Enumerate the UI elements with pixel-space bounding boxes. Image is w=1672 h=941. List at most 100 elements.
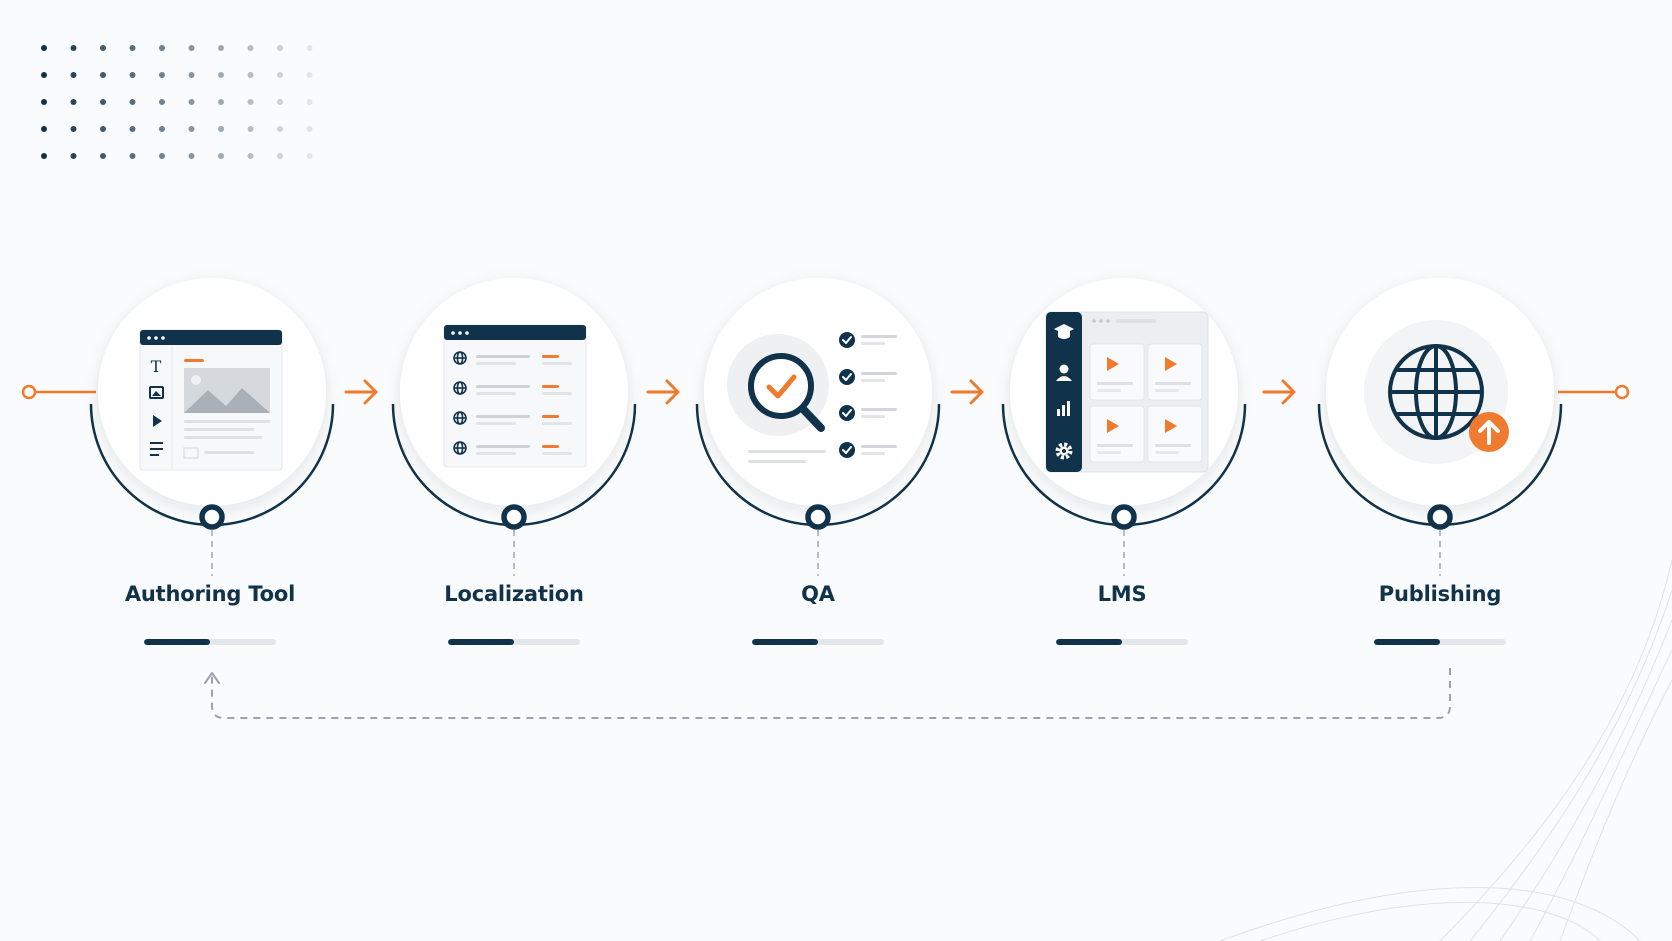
dot (41, 153, 47, 159)
dot (188, 126, 195, 132)
end-node (1558, 384, 1630, 400)
arrow-right-icon (344, 379, 378, 405)
arrow-right-icon (646, 379, 680, 405)
dot (188, 99, 195, 105)
dot (100, 153, 106, 159)
dot (159, 72, 165, 78)
globe-row (453, 351, 572, 365)
step-qa (695, 278, 941, 576)
dot (70, 126, 77, 132)
check-circle-icon (839, 442, 897, 458)
dot (159, 99, 165, 105)
dot (306, 153, 313, 159)
progress-fill (448, 639, 514, 645)
dot (188, 153, 195, 159)
dot (70, 72, 77, 78)
dot (306, 99, 313, 105)
globe-icon (453, 381, 467, 395)
globe-icon (453, 441, 467, 455)
graduation-cap-icon (1054, 324, 1074, 339)
dot (100, 126, 106, 132)
dot (277, 45, 283, 51)
dot (218, 99, 224, 105)
globe-row (453, 411, 572, 425)
play-icon (1107, 419, 1119, 433)
step-lms (1001, 278, 1247, 576)
check-circle-icon (839, 332, 897, 348)
globe-row (453, 441, 572, 455)
video-card (1089, 405, 1145, 463)
dot (188, 45, 195, 51)
dot (41, 99, 47, 105)
video-card (1147, 405, 1203, 463)
dot (247, 126, 254, 132)
dot (277, 72, 283, 78)
progress-bar-publishing (1374, 639, 1506, 645)
dot (306, 126, 313, 132)
start-node (21, 384, 96, 400)
dot (41, 126, 47, 132)
progress-fill (1056, 639, 1122, 645)
step-label-publishing: Publishing (1378, 582, 1502, 606)
decorative-wave-lines (1219, 559, 1672, 941)
step-label-lms: LMS (1097, 582, 1147, 606)
step-label-authoring-tool: Authoring Tool (124, 582, 296, 606)
progress-fill (1374, 639, 1440, 645)
dot (129, 45, 136, 51)
globe-row (453, 381, 572, 395)
check-circle-icon (839, 405, 897, 421)
progress-bar-lms (1056, 639, 1188, 645)
dot (159, 45, 165, 51)
step-label-qa: QA (801, 582, 835, 606)
dot (159, 126, 165, 132)
dot (129, 153, 136, 159)
dot (159, 153, 165, 159)
dot (277, 126, 283, 132)
dot (247, 45, 254, 51)
play-icon (1165, 419, 1177, 433)
magnifier-check-icon (727, 334, 829, 463)
video-card (1147, 343, 1203, 401)
video-card (1089, 343, 1145, 401)
dot (100, 99, 106, 105)
progress-bar-localization (448, 639, 580, 645)
arrow-right-icon (950, 379, 984, 405)
localization-list-icon (443, 324, 587, 468)
progress-fill (752, 639, 818, 645)
dot (306, 45, 313, 51)
progress-fill (144, 639, 210, 645)
dot (41, 45, 47, 51)
play-icon (1165, 357, 1177, 371)
checklist (839, 332, 897, 458)
dot (100, 45, 106, 51)
progress-bar-qa (752, 639, 884, 645)
dot (277, 153, 283, 159)
dot (129, 126, 136, 132)
dot (277, 99, 283, 105)
dot (247, 99, 254, 105)
authoring-window-icon: T (139, 329, 283, 471)
dot (218, 153, 224, 159)
check-circle-icon (839, 369, 897, 385)
step-label-localization: Localization (444, 582, 584, 606)
dot (188, 72, 195, 78)
dot (218, 45, 224, 51)
dot (218, 72, 224, 78)
dot (100, 72, 106, 78)
dot (129, 99, 136, 105)
dot (70, 99, 77, 105)
globe-upload-icon (1364, 320, 1509, 464)
dashed-return-arrow (204, 668, 1451, 719)
svg-text:T: T (151, 357, 162, 376)
step-publishing (1317, 278, 1563, 576)
dot (70, 45, 77, 51)
dot (247, 153, 254, 159)
decorative-dot-grid (41, 45, 313, 159)
globe-icon (453, 351, 467, 365)
dot (247, 72, 254, 78)
progress-bar-authoring-tool (144, 639, 276, 645)
bar-chart-icon (1057, 401, 1070, 416)
step-localization (391, 278, 637, 576)
gear-icon (1055, 442, 1073, 460)
